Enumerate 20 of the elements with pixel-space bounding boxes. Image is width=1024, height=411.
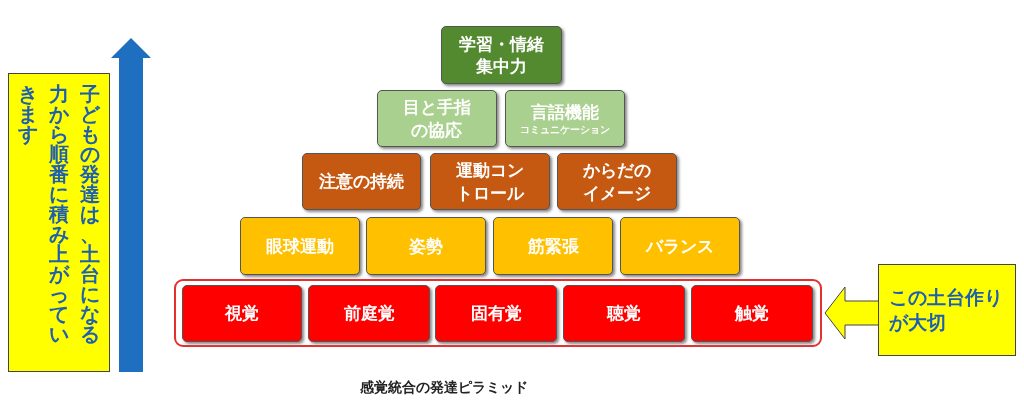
pyramid-block: 言語機能 コミュニケーション	[505, 90, 625, 147]
pyramid-block: バランス	[620, 217, 740, 275]
pyramid-block: 姿勢	[366, 217, 486, 275]
base-frame	[174, 279, 822, 347]
pyramid-block: 眼球運動	[240, 217, 360, 275]
pyramid-block: 注意の持続	[302, 153, 421, 210]
caption: 感覚統合の発達ピラミッド	[360, 379, 528, 397]
pyramid-block: 触覚	[691, 285, 813, 342]
note-box: 子どもの発達は、土台になる力から順番に積み上がっていきます	[8, 73, 110, 372]
pyramid-block: 運動コントロール	[430, 153, 550, 210]
block-arrow	[824, 286, 879, 340]
pyramid-block: 目と手指の協応	[377, 90, 497, 147]
pyramid-block: 前庭覚	[308, 285, 430, 342]
callout-box: この土台作りが大切	[878, 264, 1016, 356]
pyramid-block: 固有覚	[435, 285, 557, 342]
pyramid-block: からだのイメージ	[557, 153, 677, 210]
pyramid-block: 聴覚	[563, 285, 685, 342]
pyramid-block: 学習・情緒集中力	[441, 26, 562, 84]
pyramid-block: 筋緊張	[493, 217, 613, 275]
pyramid-block: 視覚	[182, 285, 302, 342]
